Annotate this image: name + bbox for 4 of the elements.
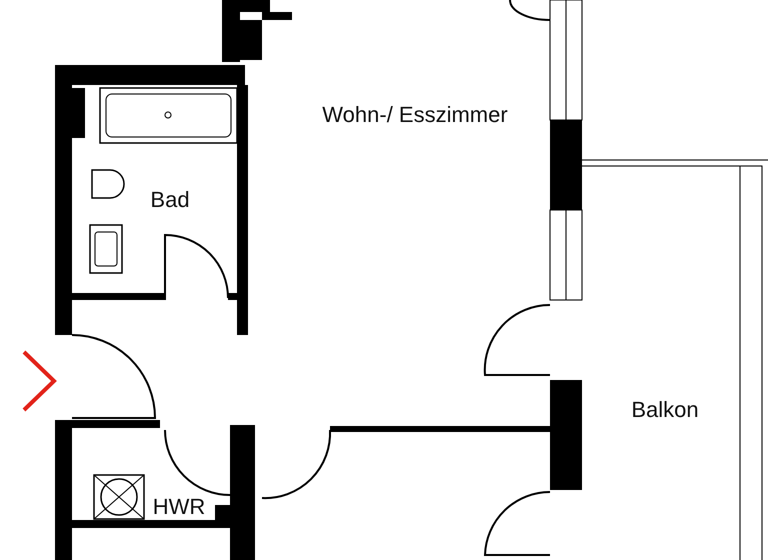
room-label: Wohn-/ Esszimmer — [321, 101, 509, 129]
room-label: HWR — [152, 493, 206, 521]
room-label: Bad — [149, 186, 191, 214]
room-label: Balkon — [630, 396, 700, 424]
